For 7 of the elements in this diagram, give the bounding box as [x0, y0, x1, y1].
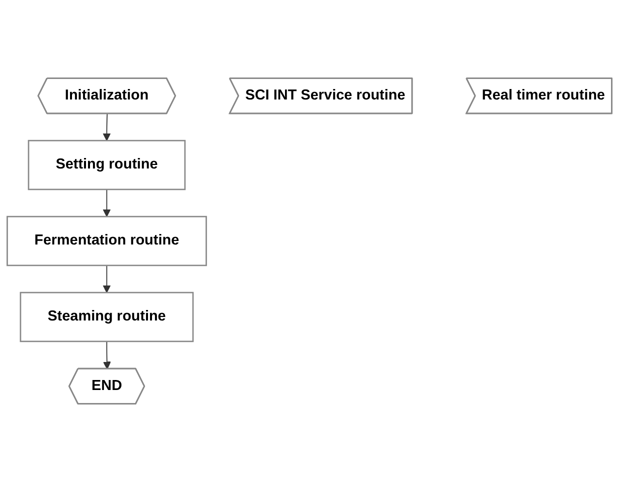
arrow: [102, 113, 111, 141]
node-box: Steaming routine: [20, 292, 194, 342]
arrow: [102, 188, 111, 217]
node-box: Fermentation routine: [6, 216, 207, 266]
arrow: [102, 264, 111, 293]
node-box: Setting routine: [28, 140, 186, 190]
arrow: [103, 340, 111, 370]
